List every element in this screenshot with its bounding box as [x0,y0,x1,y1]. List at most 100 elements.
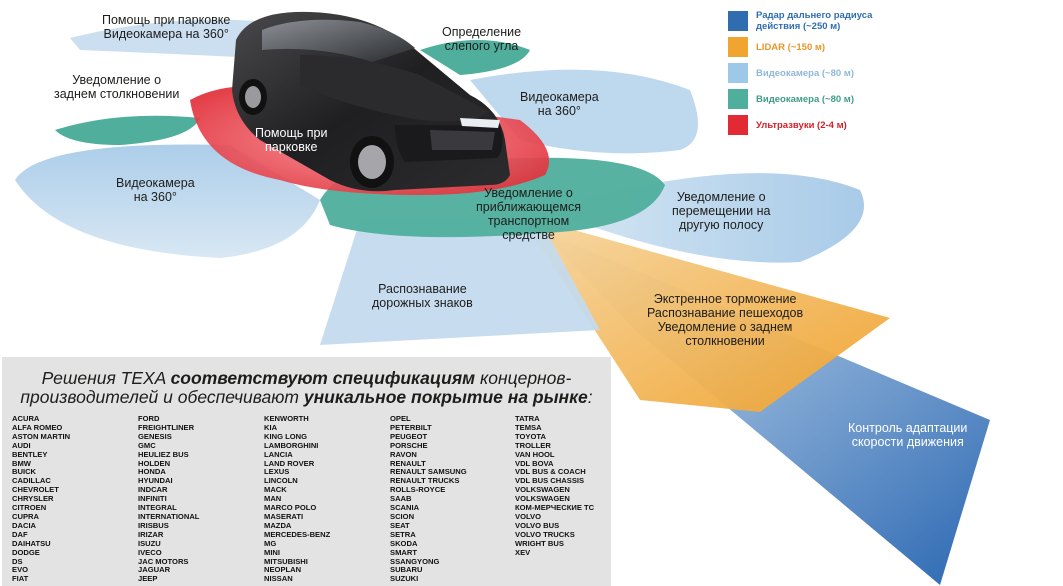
brand-name: RENAULT [390,458,426,468]
brand-name: KENWORTH [264,414,309,423]
brand-name: ASTON MARTIN [12,431,71,441]
brand-name: XEV [515,547,531,557]
brand-name: MITSUBISHI [264,556,308,566]
brand-name: KING LONG [264,431,308,441]
brand-name: ROLLS-ROYCE [390,485,446,495]
brand-name: LINCOLN [264,476,298,486]
brand-name: BMW [12,458,31,468]
brand-name: SAAB [390,494,412,504]
brand-name: SUBARU [390,565,423,575]
legend-item: Видеокамера (~80 м) [728,88,854,110]
brand-name: LAND ROVER [264,458,315,468]
brand-name: MACK [264,485,287,495]
brand-name: ACURA [12,414,40,423]
legend-item: LIDAR (~150 м) [728,36,825,58]
brand-name: DS [12,556,23,566]
brand-name: PETERBILT [390,422,432,432]
brand-name: CHEVROLET [12,485,59,495]
brand-name: IRIZAR [138,529,164,539]
brand-name: RENAULT SAMSUNG [390,467,467,477]
brand-name: IVECO [138,547,162,557]
brand-name: KIA [264,422,278,432]
brand-name: EVO [12,565,29,575]
legend-swatch [728,11,748,31]
brand-name: BENTLEY [12,449,48,459]
camera-360-left-zone [15,144,320,258]
brand-name: HONDA [138,467,166,477]
brand-name: NISSAN [264,574,293,584]
brand-name: DODGE [12,547,40,557]
brand-name: FIAT [12,574,29,584]
brand-name: IRISBUS [138,520,169,530]
brand-name: MARCO POLO [264,503,317,513]
brand-name: VAN HOOL [515,449,555,459]
brand-name: NEOPLAN [264,565,302,575]
brand-name: SUZUKI [390,574,419,584]
brand-name: BUICK [12,467,37,477]
brand-name: SCANIA [390,503,420,513]
brand-name: DAIHATSU [12,538,51,548]
brand-name: PEUGEOT [390,431,428,441]
brand-name: КОМ-МЕРЧЕСКИЕ ТС [515,503,595,513]
brand-name: INDCAR [138,485,168,495]
brand-name: SMART [390,547,417,557]
brand-name: PORSCHE [390,440,428,450]
panel-title: Решения TEXA соответствуют спецификациям… [20,368,593,407]
brand-name: ALFA ROMEO [12,422,63,432]
brand-name: LANCIA [264,449,293,459]
brand-name: DACIA [12,520,37,530]
brand-name: JAGUAR [138,565,171,575]
brand-name: VOLVO BUS [515,520,560,530]
legend-swatch [728,37,748,57]
brand-name: FORD [138,414,160,423]
brand-name: VOLVO TRUCKS [515,529,575,539]
brand-name: AUDI [12,440,31,450]
legend-label: LIDAR (~150 м) [756,41,826,53]
road-signs-camera-zone [320,220,600,345]
brand-name: JEEP [138,574,158,584]
brand-name: VDL BUS CHASSIS [515,476,585,486]
brand-name: VOLKSWAGEN [515,494,570,504]
brand-name: SKODA [390,538,418,548]
legend-label: Ультразвуки (2-4 м) [756,119,847,131]
rear-collision-zone [55,115,200,145]
brand-name: JAC MOTORS [138,556,189,566]
legend-item: Ультразвуки (2-4 м) [728,114,847,136]
brand-name: CHRYSLER [12,494,54,504]
brand-name: MG [264,538,277,548]
brand-name: CITROEN [12,503,47,513]
brand-name: HEULIEZ BUS [138,449,189,459]
brand-name: LEXUS [264,467,290,477]
car-image [232,11,510,192]
brand-name: MAN [264,494,282,504]
legend-label: Видеокамера (~80 м) [756,93,855,105]
brand-name: RENAULT TRUCKS [390,476,460,486]
brand-name: HOLDEN [138,458,171,468]
brand-name: TOYOTA [515,431,546,441]
brand-name: INFINITI [138,494,167,504]
brand-name: SEAT [390,520,410,530]
legend-swatch [728,89,748,109]
brand-name: OPEL [390,414,411,423]
brand-name: HYUNDAI [138,476,173,486]
brand-name: VOLVO [515,511,542,521]
brand-name: INTERNATIONAL [138,511,200,521]
brand-name: MASERATI [264,511,304,521]
brand-name: MAZDA [264,520,292,530]
brand-name: CUPRA [12,511,40,521]
brand-name: GMC [138,440,156,450]
brand-name: DAF [12,529,28,539]
lidar-zone [520,215,890,412]
brand-name: MINI [264,547,281,557]
